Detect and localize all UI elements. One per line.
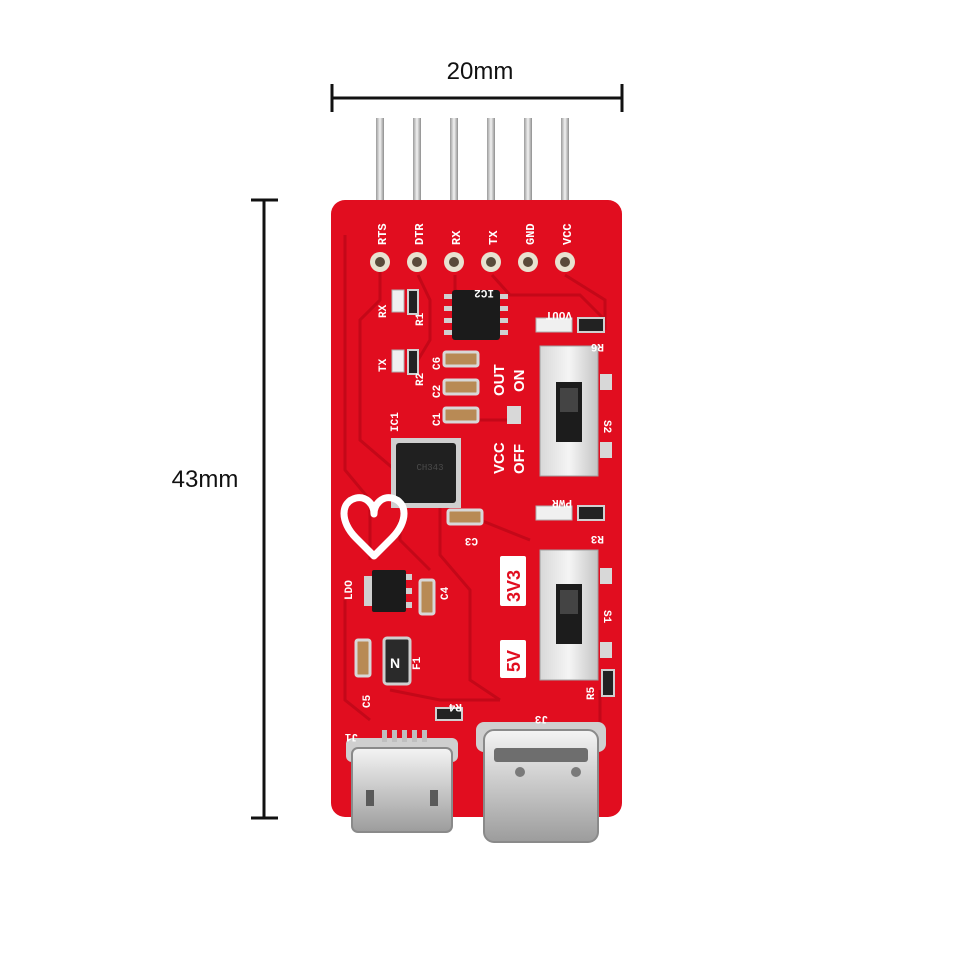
pin-label-rx: RX xyxy=(450,230,464,245)
svg-text:N: N xyxy=(390,655,400,671)
label-vcc: VCC xyxy=(491,442,508,474)
silk-tx: TX xyxy=(378,358,390,372)
height-dimension-label: 43mm xyxy=(171,466,239,493)
usb-c-port[interactable] xyxy=(476,722,606,843)
silk-vout: VOUT xyxy=(545,308,572,320)
fuse-f1 xyxy=(382,636,412,686)
pin-label-tx: TX xyxy=(487,230,501,245)
smd-components xyxy=(354,289,615,721)
heart-logo-icon xyxy=(340,494,408,560)
silk-r1: R1 xyxy=(415,312,427,326)
label-out: OUT xyxy=(491,364,508,396)
label-off: OFF xyxy=(511,444,528,474)
silk-r3: R3 xyxy=(590,532,604,544)
label-5v: 5V xyxy=(504,650,524,672)
silk-rx: RX xyxy=(378,304,390,318)
silk-r5: R5 xyxy=(586,686,598,700)
silk-f1: F1 xyxy=(412,656,424,670)
slide-switch-s1[interactable] xyxy=(539,549,599,681)
ic2-chip xyxy=(444,290,508,340)
pin-label-vcc: VCC xyxy=(561,223,575,245)
width-dimension xyxy=(330,84,624,112)
header-pin-labels: RTS DTR RX TX GND VCC xyxy=(376,223,575,245)
slide-switch-s2[interactable] xyxy=(539,345,599,477)
silk-ic1: IC1 xyxy=(390,412,402,432)
header-pins xyxy=(376,118,569,200)
label-on: ON xyxy=(511,370,528,393)
pin-label-gnd: GND xyxy=(524,223,538,245)
silk-c3: C3 xyxy=(464,534,478,546)
pin-label-dtr: DTR xyxy=(413,223,427,245)
silk-pwr: PWR xyxy=(552,496,572,508)
pin-label-rts: RTS xyxy=(376,223,390,245)
height-dimension xyxy=(251,198,278,820)
silk-j1: J1 xyxy=(344,730,358,742)
silk-c6: C6 xyxy=(432,357,444,370)
silk-r4: R4 xyxy=(448,700,462,712)
micro-usb-port[interactable] xyxy=(346,730,458,833)
svg-text:CH343: CH343 xyxy=(416,463,443,473)
silk-s1: S1 xyxy=(600,610,612,624)
label-3v3: 3V3 xyxy=(504,570,524,602)
silk-ic2: IC2 xyxy=(474,286,494,298)
silk-c5: C5 xyxy=(362,694,374,708)
silk-r2: R2 xyxy=(415,373,427,386)
header-pads xyxy=(370,252,575,272)
silk-c1: C1 xyxy=(432,412,444,426)
switch-labels: OUT ON VCC OFF xyxy=(491,364,528,474)
ldo-chip xyxy=(364,570,412,612)
voltage-labels: 3V3 5V xyxy=(500,556,526,678)
silk-j3: J3 xyxy=(534,712,548,724)
silk-c2: C2 xyxy=(432,385,444,398)
ic1-chip: CH343 xyxy=(391,438,461,508)
silk-s2: S2 xyxy=(600,420,612,433)
width-dimension-label: 20mm xyxy=(446,58,514,85)
silk-r6: R6 xyxy=(591,340,604,352)
silkscreen-labels: RX R1 TX R2 C6 C2 C1 IC2 IC1 VOUT R6 S2 … xyxy=(344,286,612,742)
silk-c4: C4 xyxy=(440,586,452,600)
silk-ldo: LDO xyxy=(344,580,356,600)
